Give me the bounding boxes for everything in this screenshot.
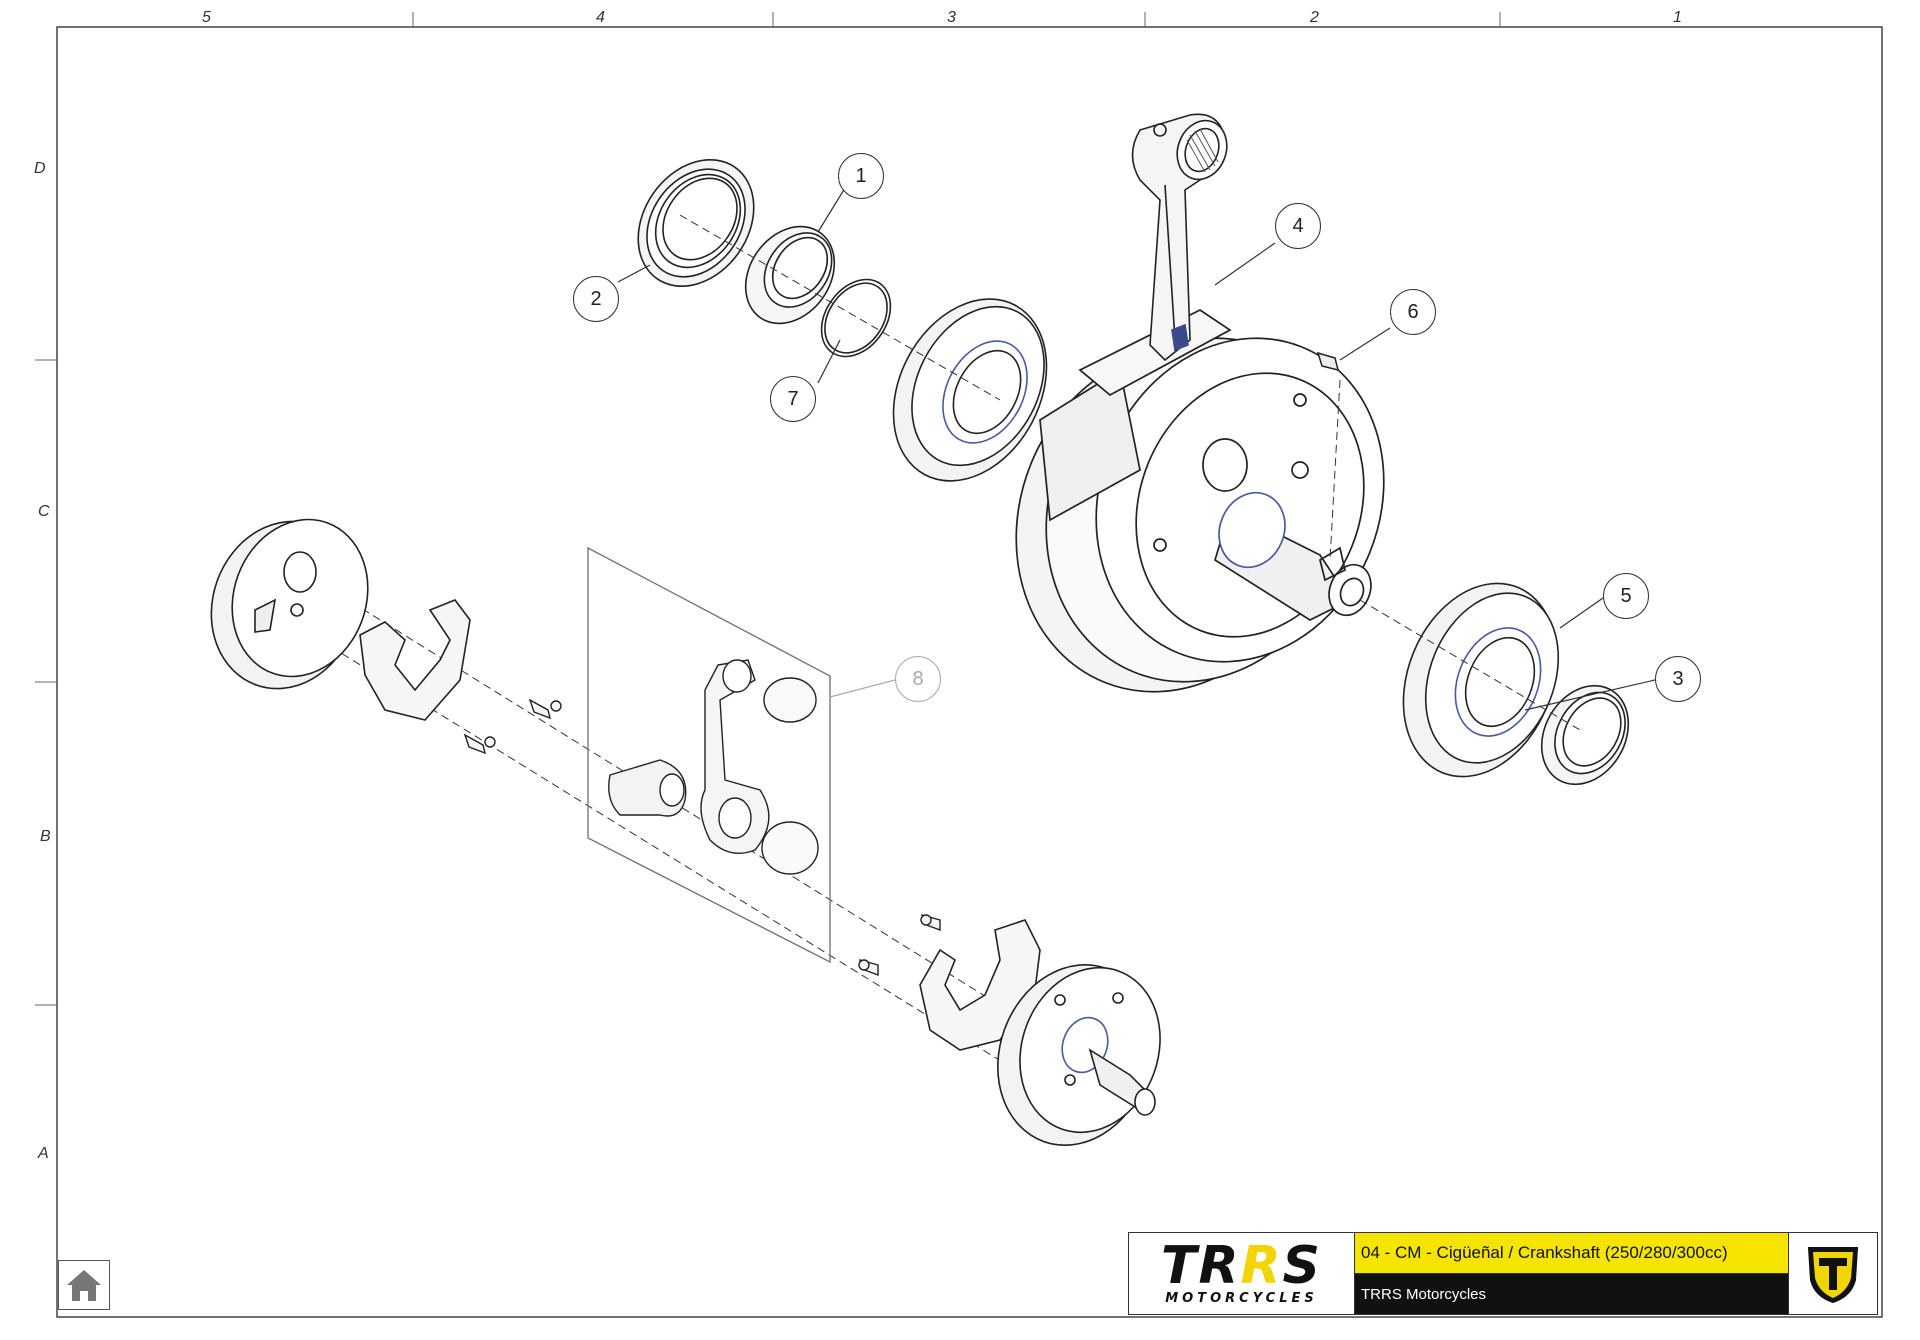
crankshaft-assembly bbox=[1015, 309, 1385, 693]
conrod-kit-part-8 bbox=[587, 546, 831, 964]
logo-wordmark: TRRS bbox=[1160, 1236, 1322, 1296]
drawing-subtitle: TRRS Motorcycles bbox=[1355, 1274, 1788, 1314]
column-label-3: 3 bbox=[947, 9, 956, 26]
counterweight-left bbox=[359, 599, 471, 721]
title-block: TRRS MOTORCYCLES 04 - CM - Cigüeñal / Cr… bbox=[1128, 1232, 1878, 1315]
callout-1[interactable]: 1 bbox=[838, 153, 884, 199]
callout-6[interactable]: 6 bbox=[1390, 289, 1436, 335]
callout-4[interactable]: 4 bbox=[1275, 203, 1321, 249]
home-icon bbox=[67, 1270, 101, 1301]
leader-lines bbox=[617, 187, 1656, 711]
bearing-part-1 bbox=[744, 225, 836, 325]
row-label-C: C bbox=[38, 503, 50, 520]
column-ticks bbox=[412, 12, 1501, 27]
callout-3[interactable]: 3 bbox=[1655, 656, 1701, 702]
row-label-B: B bbox=[40, 828, 51, 845]
row-label-A: A bbox=[38, 1145, 49, 1162]
callout-5[interactable]: 5 bbox=[1603, 573, 1649, 619]
screws bbox=[463, 698, 941, 977]
oil-seal-part-3 bbox=[1540, 684, 1630, 786]
column-label-4: 4 bbox=[596, 9, 605, 26]
woodruff-key-part-6 bbox=[1316, 351, 1340, 372]
brand-badge bbox=[1788, 1233, 1877, 1314]
shield-badge-icon bbox=[1807, 1246, 1859, 1303]
column-label-2: 2 bbox=[1310, 9, 1319, 26]
callout-8[interactable]: 8 bbox=[895, 656, 941, 702]
logo-subtext: MOTORCYCLES bbox=[1165, 1291, 1318, 1306]
title-area: 04 - CM - Cigüeñal / Crankshaft (250/280… bbox=[1355, 1233, 1788, 1314]
column-label-1: 1 bbox=[1673, 9, 1682, 26]
callout-2[interactable]: 2 bbox=[573, 276, 619, 322]
column-label-5: 5 bbox=[202, 9, 211, 26]
flywheel-half-left bbox=[210, 518, 369, 690]
oil-seal-part-2 bbox=[637, 159, 755, 287]
callout-7[interactable]: 7 bbox=[770, 376, 816, 422]
drawing-title: 04 - CM - Cigüeñal / Crankshaft (250/280… bbox=[1355, 1233, 1788, 1274]
connecting-rod-part-4 bbox=[1131, 113, 1228, 362]
row-label-D: D bbox=[34, 160, 46, 177]
row-ticks bbox=[35, 359, 57, 1006]
main-bearing-part-5 bbox=[1402, 582, 1560, 778]
o-ring-part-7 bbox=[820, 278, 892, 358]
home-button[interactable] bbox=[58, 1260, 110, 1310]
flywheel-half-right bbox=[997, 964, 1161, 1146]
trrs-logo: TRRS MOTORCYCLES bbox=[1129, 1233, 1355, 1314]
main-bearing-left bbox=[892, 298, 1048, 482]
sheet-border bbox=[56, 26, 1883, 1318]
